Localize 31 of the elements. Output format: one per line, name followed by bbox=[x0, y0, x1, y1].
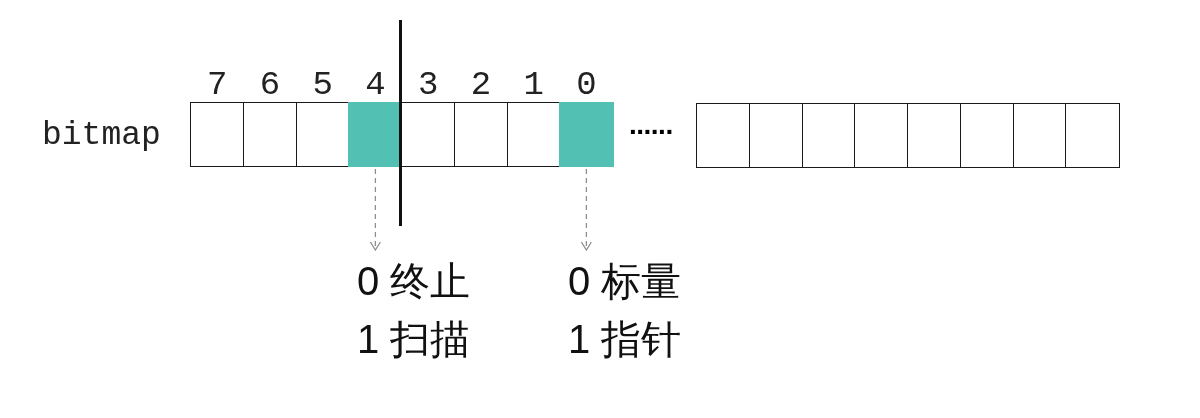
value-meaning-text: 0 终止 bbox=[357, 258, 471, 305]
highlighted-bit-cell bbox=[559, 102, 614, 167]
bit-index: 3 bbox=[417, 68, 439, 102]
bit-cell bbox=[959, 103, 1014, 168]
bit-index: 7 bbox=[206, 68, 228, 102]
value-meaning-text: 0 标量 bbox=[568, 258, 682, 305]
value-meaning-text: 1 指针 bbox=[568, 316, 682, 363]
bit-cell bbox=[801, 103, 856, 168]
bit-cell bbox=[506, 102, 561, 167]
bit-cell bbox=[295, 102, 350, 167]
bit-index: 0 bbox=[576, 68, 597, 102]
dashed-arrow bbox=[580, 168, 593, 251]
bit-cell bbox=[854, 103, 909, 168]
bit-cell bbox=[1012, 103, 1067, 168]
bit-index: 6 bbox=[259, 68, 281, 102]
bit-cell bbox=[242, 102, 297, 167]
bit-cell bbox=[696, 103, 751, 168]
bit-cell bbox=[1065, 103, 1120, 168]
bit-index: 2 bbox=[470, 68, 492, 102]
ellipsis: ...... bbox=[629, 111, 673, 139]
bit-cell bbox=[907, 103, 962, 168]
bit-cell bbox=[190, 102, 245, 167]
value-meaning-text: 1 扫描 bbox=[357, 316, 471, 363]
bit-cell bbox=[453, 102, 508, 167]
bit-cell bbox=[401, 102, 456, 167]
bit-index: 1 bbox=[523, 68, 544, 102]
bit-cell bbox=[748, 103, 803, 168]
dashed-arrow bbox=[369, 168, 382, 251]
bit-index: 4 bbox=[365, 68, 386, 102]
row-label: bitmap bbox=[42, 119, 161, 152]
bit-index: 5 bbox=[312, 68, 333, 102]
